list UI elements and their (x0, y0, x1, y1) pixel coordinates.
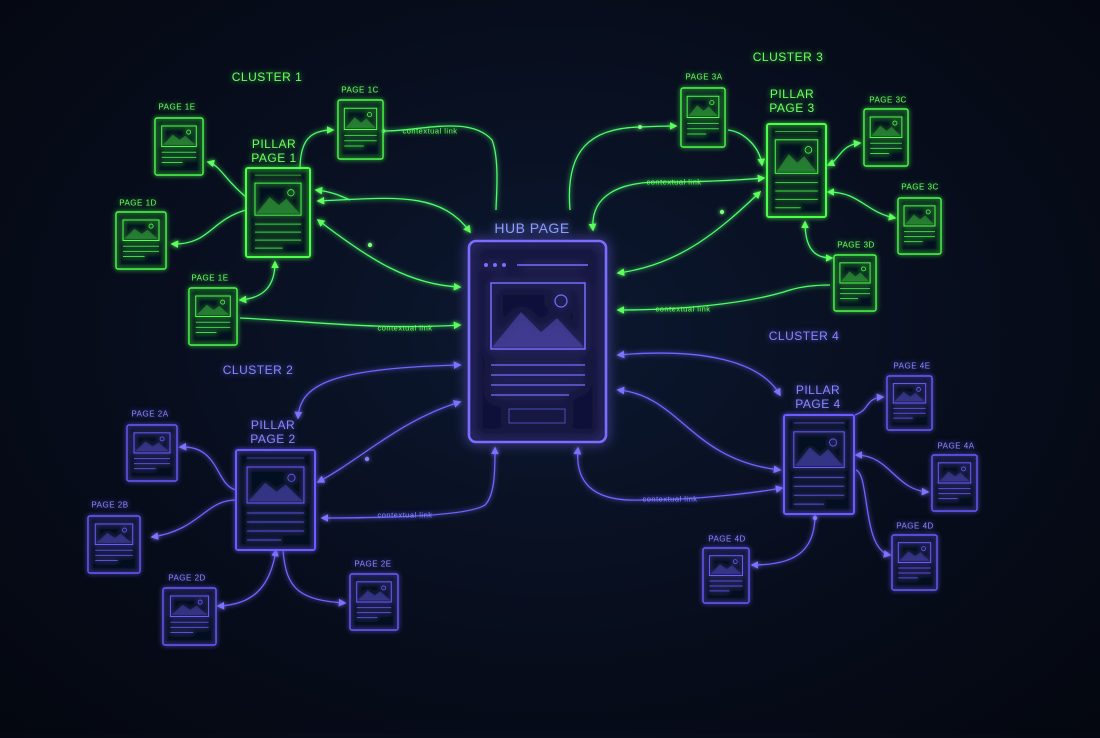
page-2a-node (126, 424, 178, 482)
pillar-1-label-line1: PILLAR (251, 137, 297, 151)
page-1c-node-image-icon (343, 107, 378, 131)
page-2b-node (87, 515, 141, 574)
page-1d-node (115, 211, 167, 270)
cluster-1-3-links (170, 122, 897, 330)
hub-page-node (467, 239, 608, 444)
page-3c-bottom-node-image-icon (903, 205, 936, 227)
pillar-1-label-line2: PAGE 1 (251, 151, 297, 165)
pillar-4-label-line2: PAGE 4 (795, 397, 841, 411)
page-2d-label: PAGE 2D (168, 573, 206, 583)
link-label-3-upper: contextual link (646, 177, 702, 187)
page-3c-top-label: PAGE 3C (869, 95, 907, 105)
pillar-page-4-node-image-icon (793, 431, 845, 468)
pillar-page-3-node (766, 123, 827, 218)
pillar-page-3-node-image-icon (774, 139, 819, 174)
page-3a-node-image-icon (686, 95, 720, 119)
pillar-page-2-node (235, 449, 316, 551)
cluster-2-4-links (150, 350, 930, 610)
pillar-1-label: PILLAR PAGE 1 (251, 137, 296, 165)
pillar-2-label-line2: PAGE 2 (250, 432, 296, 446)
pillar-page-4-node (783, 414, 855, 515)
page-1c-label: PAGE 1C (341, 85, 379, 95)
page-1e-bottom-label: PAGE 1E (191, 273, 229, 283)
page-4d-right-node-image-icon (897, 542, 932, 564)
cluster-4-label: CLUSTER 4 (768, 329, 840, 343)
page-2d-node (162, 587, 217, 646)
page-2e-node-image-icon (356, 581, 392, 603)
page-3c-bottom-label: PAGE 3C (901, 182, 939, 192)
page-3a-node (680, 87, 726, 148)
page-4d-left-node (702, 547, 750, 604)
cluster-2-label: CLUSTER 2 (222, 363, 294, 377)
pillar-page-1-node-image-icon (254, 182, 302, 216)
page-3d-node-image-icon (839, 262, 871, 284)
pillar-4-label: PILLAR PAGE 4 (795, 383, 840, 411)
pillar-page-1-node (245, 167, 311, 258)
page-1e-bottom-node (188, 287, 238, 346)
page-4a-node-image-icon (937, 462, 972, 484)
page-1e-top-node-image-icon (161, 125, 197, 148)
page-2e-node (349, 573, 399, 631)
hub-page-label: HUB PAGE (494, 220, 570, 236)
link-label-3-lower: contextual link (655, 304, 711, 314)
page-4d-left-node-image-icon (708, 555, 744, 577)
link-label-1c: contextual link (402, 126, 458, 136)
page-1e-bottom-node-image-icon (195, 295, 231, 318)
page-2a-label: PAGE 2A (131, 409, 169, 419)
link-label-2: contextual link (377, 510, 433, 520)
page-4d-right-label: PAGE 4D (896, 521, 934, 531)
pillar-3-label: PILLAR PAGE 3 (769, 87, 814, 115)
page-1d-label: PAGE 1D (119, 198, 157, 208)
page-2d-node-image-icon (169, 595, 210, 617)
pillar-2-label: PILLAR PAGE 2 (250, 418, 295, 446)
page-1e-top-label: PAGE 1E (158, 102, 196, 112)
page-2e-label: PAGE 2E (354, 559, 392, 569)
page-4e-node-image-icon (892, 383, 927, 404)
page-2a-node-image-icon (133, 432, 171, 454)
cluster-3-label: CLUSTER 3 (752, 50, 824, 64)
hub-image-icon (490, 282, 586, 350)
page-3a-label: PAGE 3A (685, 72, 723, 82)
pillar-page-2-node-image-icon (246, 466, 305, 504)
page-3c-top-node (863, 108, 909, 167)
page-3c-bottom-node (897, 197, 942, 255)
pillar-3-label-line1: PILLAR (769, 87, 815, 101)
page-4d-left-label: PAGE 4D (708, 534, 746, 544)
page-3d-label: PAGE 3D (837, 240, 875, 250)
page-4e-label: PAGE 4E (893, 361, 931, 371)
page-4a-label: PAGE 4A (937, 441, 975, 451)
page-4a-node (931, 454, 978, 512)
page-3d-node (833, 254, 877, 312)
link-label-4: contextual link (642, 494, 698, 504)
page-4d-right-node (891, 534, 938, 591)
page-1d-node-image-icon (122, 219, 160, 241)
page-1e-top-node (154, 117, 204, 176)
link-label-1e: contextual link (377, 323, 433, 333)
page-3c-top-node-image-icon (869, 116, 903, 139)
page-1c-node (337, 99, 384, 160)
page-2b-label: PAGE 2B (91, 500, 129, 510)
cluster-1-label: CLUSTER 1 (231, 70, 303, 84)
pillar-3-label-line2: PAGE 3 (769, 101, 815, 115)
page-2b-node-image-icon (94, 523, 134, 545)
pillar-2-label-line1: PILLAR (250, 418, 296, 432)
page-4e-node (886, 375, 933, 431)
pillar-4-label-line1: PILLAR (795, 383, 841, 397)
